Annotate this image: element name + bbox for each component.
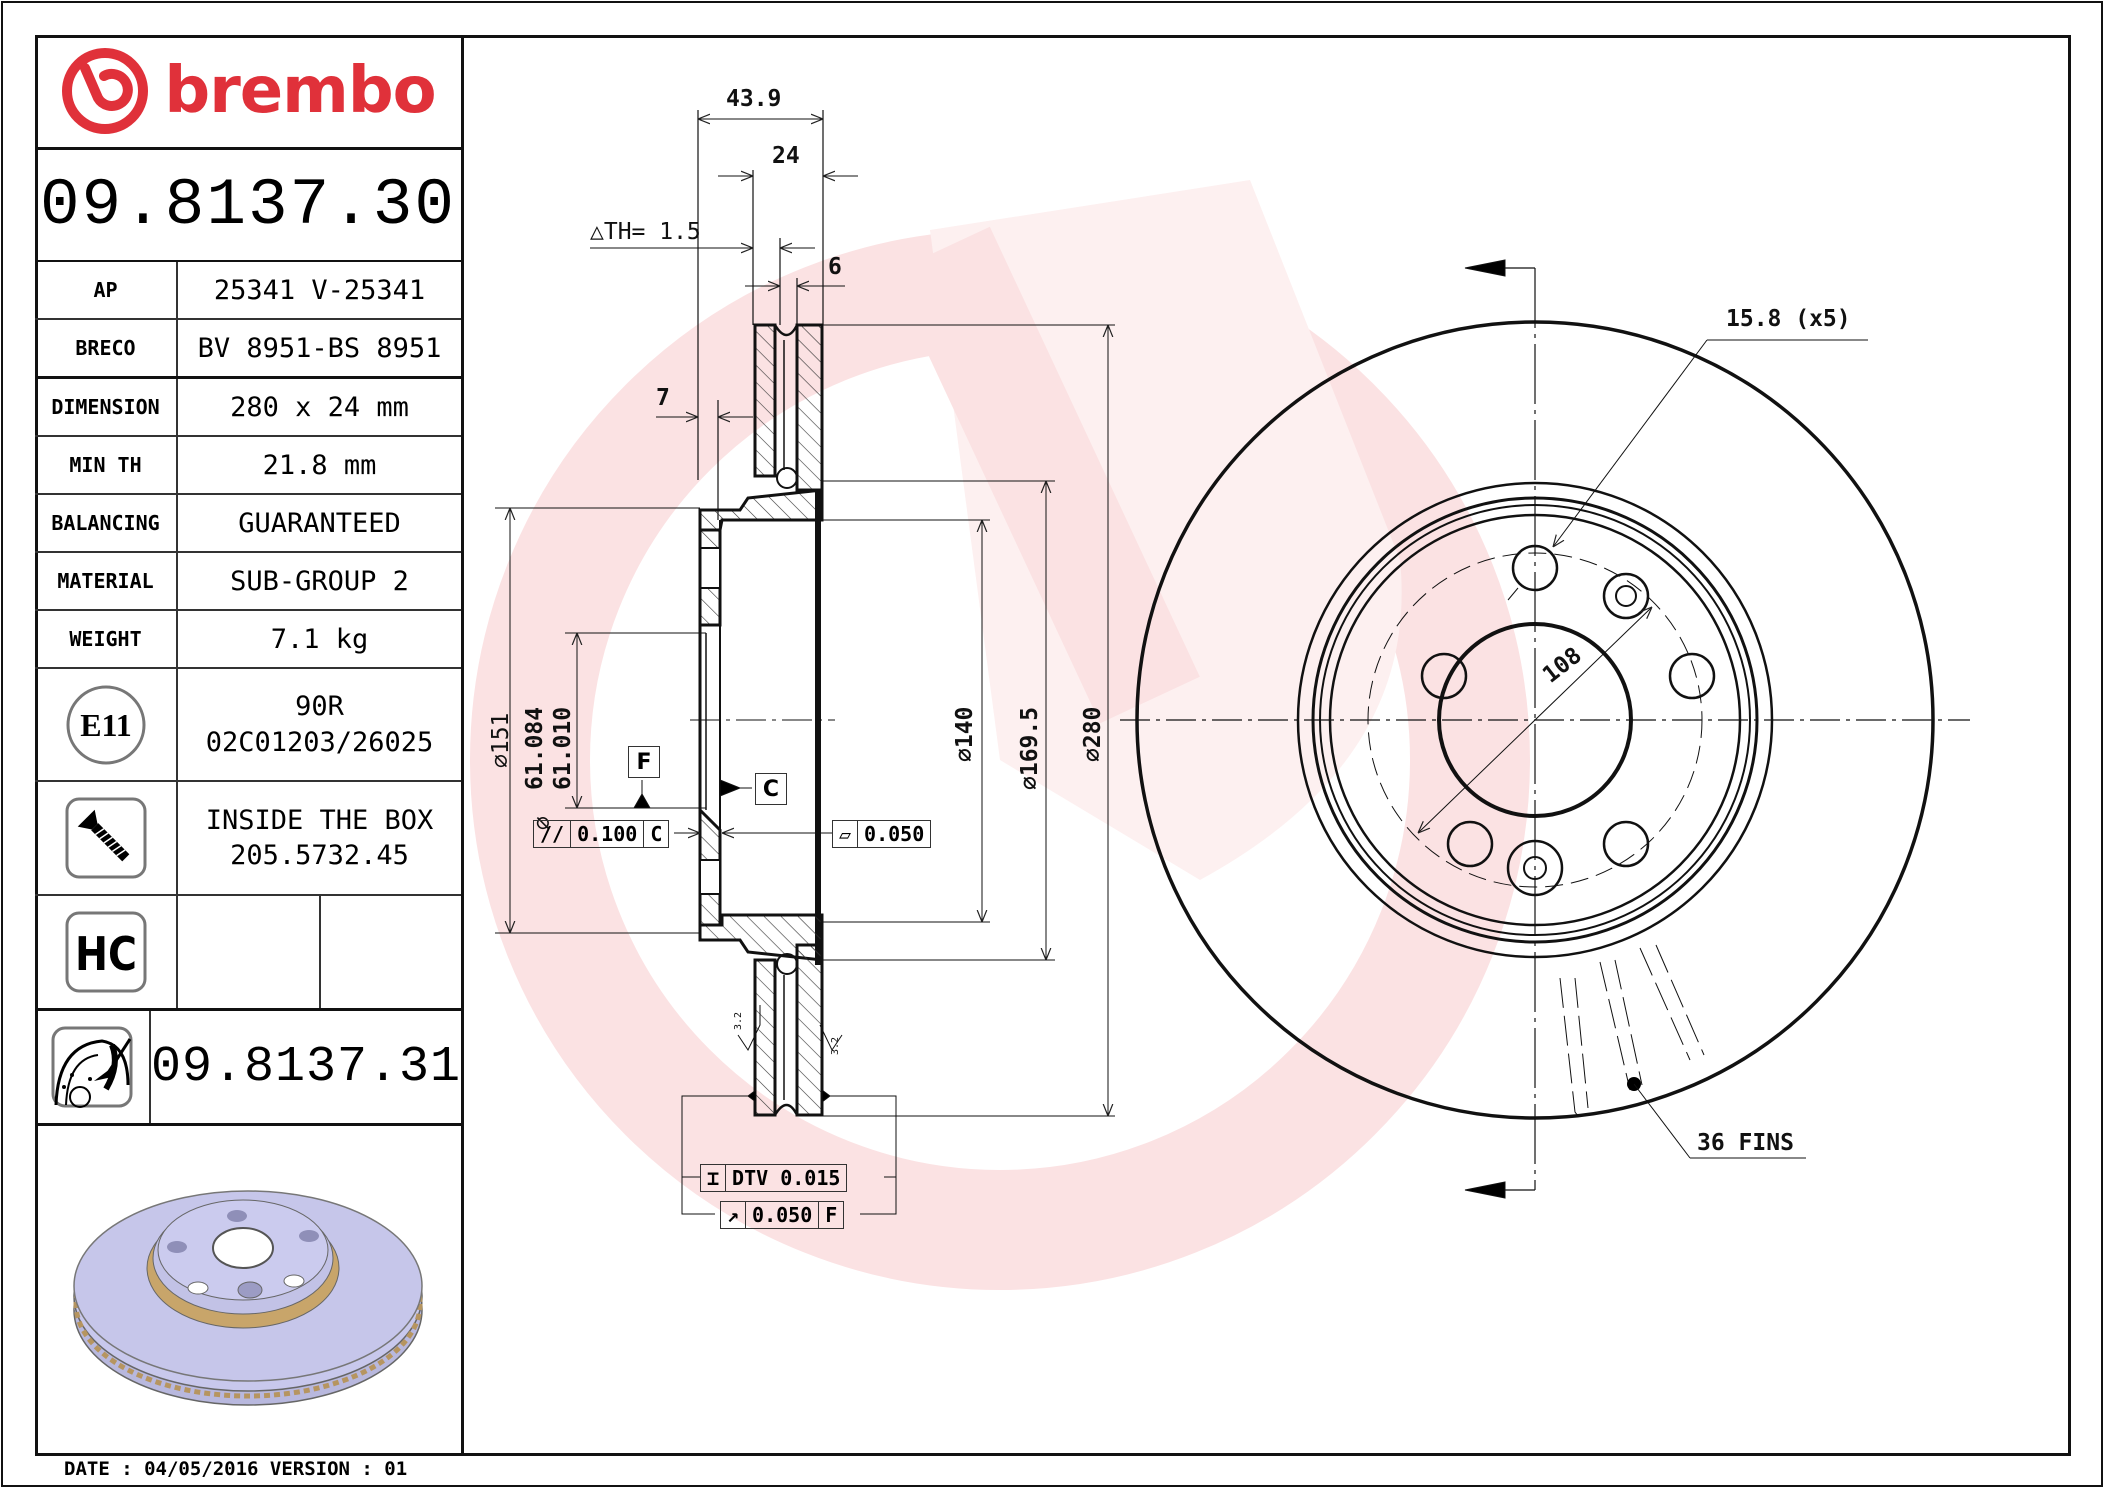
spec-value: GUARANTEED xyxy=(238,507,401,539)
screw-note: INSIDE THE BOX xyxy=(205,804,434,836)
spec-value: SUB-GROUP 2 xyxy=(230,565,409,597)
spec-value: BV 8951-BS 8951 xyxy=(197,332,442,364)
footer-date-version: DATE : 04/05/2016 VERSION : 01 xyxy=(64,1458,408,1480)
approval-row: E11 90R 02C01203/26025 xyxy=(35,669,461,782)
disc-3d-render xyxy=(35,1110,461,1450)
tolerance-runout: ↗ 0.050 F xyxy=(720,1201,845,1229)
roughness-left: 3.2 xyxy=(733,1011,744,1030)
datum-f: F xyxy=(628,746,660,778)
dim-overall-height: 43.9 xyxy=(726,86,782,112)
dim-bore-diameter-min: 61.010 xyxy=(550,706,576,790)
brake-disc-render-icon xyxy=(73,1190,423,1406)
spec-label: MATERIAL xyxy=(35,553,178,609)
datum-c: C xyxy=(755,773,787,805)
spec-row-weight: WEIGHT 7.1 kg xyxy=(35,611,461,669)
title-block: brembo 09.8137.30 AP 25341 V-25341 BRECO… xyxy=(35,35,464,1453)
dim-hat-wall: 7 xyxy=(656,385,670,411)
coated-disc-icon xyxy=(51,1026,133,1108)
drawing-frame xyxy=(35,35,2071,1456)
section-view xyxy=(495,110,1115,1215)
spec-label: MIN TH xyxy=(35,437,178,493)
spec-value: 21.8 mm xyxy=(262,449,377,481)
spec-row-ap: AP 25341 V-25341 xyxy=(35,262,461,320)
brand-name: brembo xyxy=(164,54,436,128)
kit-row: 09.8137.31 xyxy=(35,1011,461,1126)
screw-icon xyxy=(65,797,146,879)
spec-label: DIMENSION xyxy=(35,379,178,435)
svg-text:HC: HC xyxy=(75,927,137,981)
runout-icon: ↗ xyxy=(721,1202,747,1228)
spec-value: 7.1 kg xyxy=(270,623,369,655)
e11-approval-icon: E11 xyxy=(66,685,145,764)
approval-code: 90R xyxy=(295,691,344,723)
approval-number: 02C01203/26025 xyxy=(205,726,434,758)
hc-high-carbon-icon: HC xyxy=(65,911,146,993)
dim-diameter-140: ⌀140 xyxy=(952,706,978,762)
dim-diameter-151: ⌀151 xyxy=(488,712,514,768)
svg-text:E11: E11 xyxy=(80,707,132,743)
flatness-icon: ▱ xyxy=(833,821,859,847)
dim-diameter-280: ⌀280 xyxy=(1080,706,1106,762)
fins-callout: 36 FINS xyxy=(1697,1130,1794,1156)
brand-logo: brembo xyxy=(35,35,461,150)
tolerance-parallelism: // 0.100 C xyxy=(533,820,670,848)
tolerance-flatness: ▱ 0.050 xyxy=(832,820,932,848)
spec-row-min-th: MIN TH 21.8 mm xyxy=(35,437,461,495)
hc-row: HC xyxy=(35,896,461,1011)
dim-vane-gap: 6 xyxy=(828,254,842,280)
parallelism-icon: // xyxy=(534,821,572,847)
screw-row: INSIDE THE BOX 205.5732.45 xyxy=(35,782,461,896)
spec-label: WEIGHT xyxy=(35,611,178,667)
part-number-cell: 09.8137.30 xyxy=(35,150,461,262)
tolerance-dtv: ⌶ DTV 0.015 xyxy=(700,1164,848,1192)
spec-value: 280 x 24 mm xyxy=(230,391,409,423)
dim-bore-diameter-max: 61.084 xyxy=(522,706,548,790)
spec-value: 25341 V-25341 xyxy=(213,274,426,306)
brembo-logo-icon xyxy=(62,48,149,134)
kit-part-number: 09.8137.31 xyxy=(150,1038,461,1096)
front-view xyxy=(1120,259,1970,1199)
bolt-hole-callout: 15.8 (x5) xyxy=(1726,306,1851,332)
spec-table: AP 25341 V-25341 BRECO BV 8951-BS 8951 D… xyxy=(35,262,461,1126)
spec-row-breco: BRECO BV 8951-BS 8951 xyxy=(35,320,461,379)
dtv-icon: ⌶ xyxy=(701,1165,727,1191)
screw-part-number: 205.5732.45 xyxy=(230,840,409,871)
dim-diameter-169-5: ⌀169.5 xyxy=(1017,706,1043,790)
dim-thickness: 24 xyxy=(772,143,800,169)
spec-label: BRECO xyxy=(35,320,178,376)
dim-delta-th: △TH= 1.5 xyxy=(590,219,701,245)
spec-row-balancing: BALANCING GUARANTEED xyxy=(35,495,461,553)
spec-row-material: MATERIAL SUB-GROUP 2 xyxy=(35,553,461,611)
spec-row-dimension: DIMENSION 280 x 24 mm xyxy=(35,379,461,437)
spec-label: AP xyxy=(35,262,178,318)
part-number: 09.8137.30 xyxy=(39,167,457,243)
spec-label: BALANCING xyxy=(35,495,178,551)
roughness-right: 3.2 xyxy=(830,1036,841,1055)
